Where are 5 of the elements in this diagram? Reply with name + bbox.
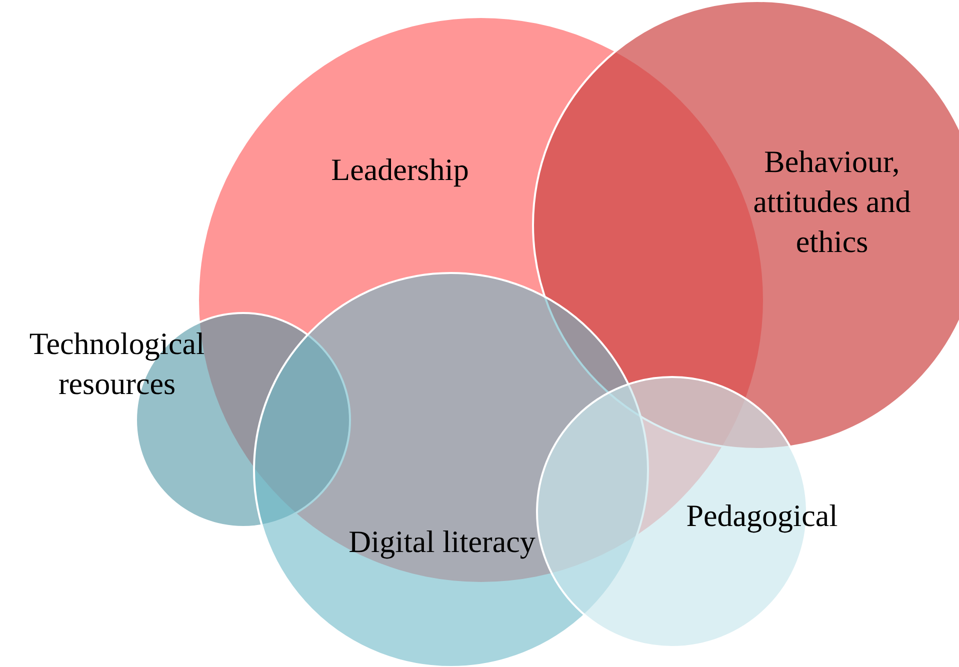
circle-label: Technological resources bbox=[28, 325, 206, 403]
circle-label: Behaviour, attitudes and ethics bbox=[752, 143, 912, 261]
circle-label: Pedagogical bbox=[685, 497, 839, 535]
circle-label: Digital literacy bbox=[348, 523, 536, 561]
circle-label: Leadership bbox=[330, 151, 470, 189]
